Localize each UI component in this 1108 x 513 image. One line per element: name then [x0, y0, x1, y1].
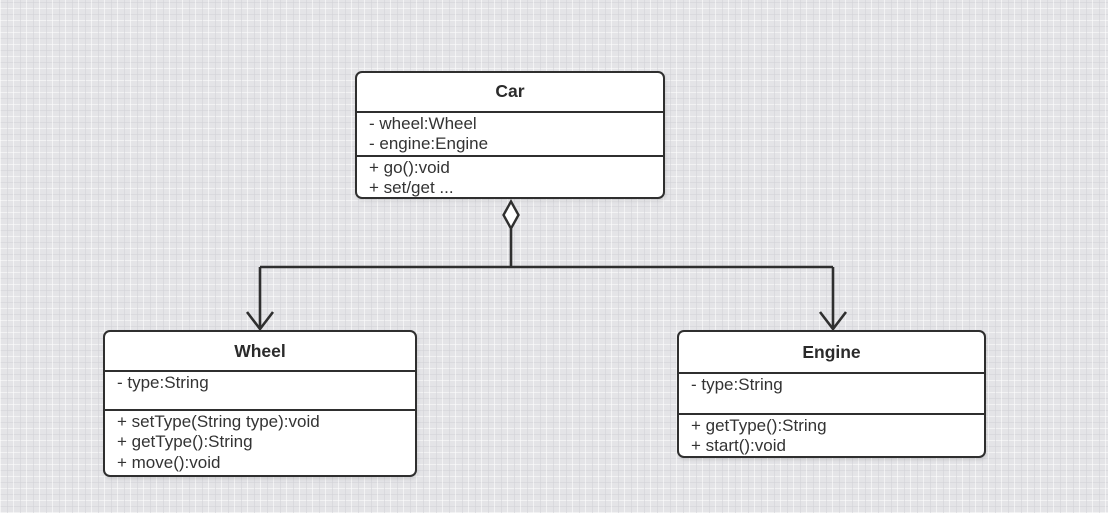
member-line: + start():void — [691, 436, 786, 455]
hollow-diamond-icon — [502, 199, 520, 231]
member-line: + move():void — [117, 452, 221, 472]
class-box-engine[interactable]: Engine - type:String + getType():String+… — [677, 330, 986, 458]
class-title-engine: Engine — [679, 332, 984, 374]
class-box-wheel[interactable]: Wheel - type:String + setType(String typ… — [103, 330, 417, 477]
member-line: + getType():String — [691, 415, 827, 435]
member-line: + setType(String type):void — [117, 411, 320, 431]
member-line: - engine:Engine — [369, 134, 489, 153]
class-title-car: Car — [357, 73, 663, 113]
class-methods-wheel: + setType(String type):void+ getType():S… — [105, 411, 415, 476]
member-line: + set/get ... — [369, 178, 454, 197]
class-attributes-wheel: - type:String — [105, 372, 415, 411]
class-methods-engine: + getType():String+ start():void — [679, 415, 984, 457]
class-box-car[interactable]: Car - wheel:Wheel- engine:Engine + go():… — [355, 71, 665, 199]
member-line: + go():void — [369, 157, 450, 177]
member-line: - type:String — [117, 373, 209, 392]
open-arrowhead-icon — [818, 311, 848, 332]
class-methods-car: + go():void+ set/get ... — [357, 157, 663, 198]
member-line: - type:String — [691, 375, 783, 394]
connector-line — [258, 229, 835, 327]
class-attributes-engine: - type:String — [679, 374, 984, 415]
class-title-wheel: Wheel — [105, 332, 415, 372]
member-line: + getType():String — [117, 432, 253, 451]
class-attributes-car: - wheel:Wheel- engine:Engine — [357, 113, 663, 157]
member-line: - wheel:Wheel — [369, 113, 477, 133]
open-arrowhead-icon — [245, 311, 275, 332]
